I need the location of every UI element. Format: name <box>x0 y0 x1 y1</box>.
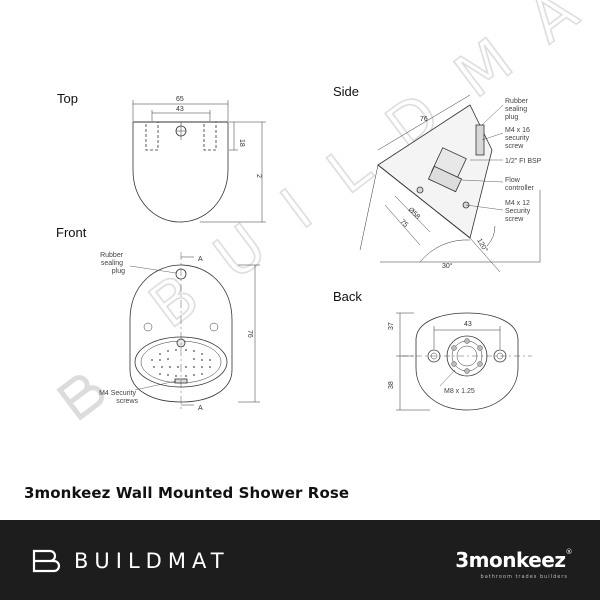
label-side: Side <box>333 84 360 99</box>
side-dim-75: 75 <box>399 218 410 229</box>
top-view <box>132 100 266 223</box>
back-dim-43: 43 <box>464 321 472 328</box>
callout-m4x12: M4 x 12 Security screw <box>505 200 532 223</box>
back-thread-callout: M8 x 1.25 <box>444 388 475 395</box>
watermark-text: BUILDMAT <box>137 0 600 342</box>
shower-nozzles <box>151 349 211 377</box>
callout-rubber-plug: Rubber sealing plug <box>505 98 530 121</box>
buildmat-logo-icon <box>32 549 61 573</box>
front-view-body <box>129 264 233 403</box>
technical-drawing: BUILDMAT 65 43 <box>56 0 600 421</box>
top-dim-65: 65 <box>176 96 184 103</box>
side-dim-76: 76 <box>420 116 428 123</box>
top-dim-2: 2 <box>255 174 262 178</box>
callout-m4x16: M4 x 16 security screw <box>505 127 532 150</box>
side-callouts: Rubber sealing plug M4 x 16 security scr… <box>505 98 542 223</box>
back-view <box>396 312 532 411</box>
front-callout-bottom: M4 Security screws <box>99 390 138 405</box>
callout-flow-controller: Flow controller <box>505 177 534 192</box>
front-view <box>129 252 260 412</box>
label-top: Top <box>57 91 78 106</box>
side-view <box>359 94 541 273</box>
front-section-a-bottom: A <box>198 405 203 412</box>
side-flow-controller <box>427 165 463 193</box>
back-view-body <box>415 312 519 411</box>
top-left-slot <box>145 121 159 151</box>
top-dim-43: 43 <box>176 106 184 113</box>
3monkeez-tagline: bathroom trades builders <box>480 574 568 580</box>
3monkeez-logo: 3monkeez® <box>455 548 572 572</box>
label-front: Front <box>56 225 87 240</box>
top-right-slot <box>203 121 217 151</box>
buildmat-logo-text: BUILDMAT <box>74 549 230 573</box>
front-dim-76: 76 <box>246 330 253 338</box>
back-dim-37: 37 <box>388 322 395 330</box>
front-section-a-top: A <box>198 256 203 263</box>
side-top-screw <box>475 124 485 156</box>
side-dim-30: 30° <box>442 262 453 270</box>
footer-bar: BUILDMAT 3monkeez® bathroom trades build… <box>0 520 600 600</box>
drawing-sheet: BUILDMAT 65 43 <box>24 0 600 502</box>
product-title: 3monkeez Wall Mounted Shower Rose <box>24 484 350 502</box>
buildmat-logo: BUILDMAT <box>32 546 230 576</box>
3monkeez-logo-text: 3monkeez <box>455 548 566 572</box>
back-dim-38: 38 <box>388 381 395 389</box>
top-view-body <box>132 121 229 223</box>
registered-mark: ® <box>565 548 573 556</box>
front-callout-top: Rubber sealing plug <box>100 252 125 275</box>
side-dim-58: Ø58 <box>407 206 421 220</box>
top-dim-18: 18 <box>238 139 245 147</box>
label-back: Back <box>333 289 362 304</box>
back-ring-balls <box>451 338 483 374</box>
callout-bsp: 1/2" FI BSP <box>505 158 542 165</box>
